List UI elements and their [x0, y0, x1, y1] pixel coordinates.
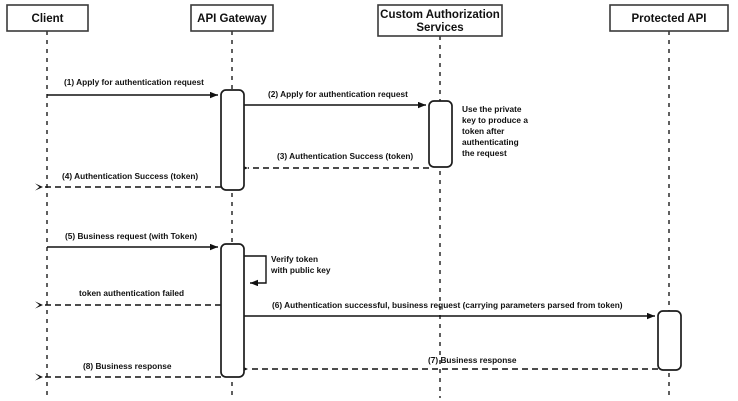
participant-box-protected-api[interactable] [609, 4, 729, 32]
message-3-authentication-success-token[interactable]: (3) Authentication Success (token) [240, 151, 429, 172]
note-private-key: Use the private key to produce a token a… [462, 104, 528, 158]
activation-bar-api-gateway-business[interactable] [220, 243, 245, 378]
message-token-authentication-failed[interactable]: token authentication failed [35, 288, 221, 309]
message-7-label: (7) Business response [428, 355, 517, 365]
note-private-key-line-5: the request [462, 148, 507, 158]
message-8-business-response[interactable]: (8) Business response [35, 361, 221, 381]
message-self-arrow [244, 255, 267, 287]
participant-protected-api[interactable]: Protected API [609, 4, 729, 32]
participant-label-custom-authorization-services-line2: Services [416, 22, 463, 34]
message-1-apply-for-authentication-request[interactable]: (1) Apply for authentication request [47, 77, 218, 99]
note-private-key-line-1: Use the private [462, 104, 522, 114]
message-4-label: (4) Authentication Success (token) [62, 171, 198, 181]
message-8-label: (8) Business response [83, 361, 172, 371]
message-self-label-line2: with public key [270, 265, 331, 275]
activation-bars-group [220, 89, 682, 378]
message-7-business-response[interactable]: (7) Business response [240, 355, 658, 373]
message-self-label-line1: Verify token [271, 254, 318, 264]
message-3-label: (3) Authentication Success (token) [277, 151, 413, 161]
message-5-business-request-with-token[interactable]: (5) Business request (with Token) [47, 231, 218, 251]
activation-bar-custom-authorization-services[interactable] [428, 100, 453, 168]
message-token-authentication-failed-label: token authentication failed [79, 288, 184, 298]
participant-label-protected-api: Protected API [632, 13, 707, 25]
activation-bar-protected-api[interactable] [657, 310, 682, 371]
participant-label-api-gateway: API Gateway [197, 13, 267, 25]
participant-label-custom-authorization-services-line1: Custom Authorization [380, 9, 500, 21]
message-2-apply-for-authentication-request[interactable]: (2) Apply for authentication request [244, 89, 426, 109]
activation-bar-api-gateway-auth[interactable] [220, 89, 245, 191]
message-1-label: (1) Apply for authentication request [64, 77, 204, 87]
participant-client[interactable]: Client [6, 4, 89, 32]
message-2-label: (2) Apply for authentication request [268, 89, 408, 99]
lifelines-group [46, 31, 670, 398]
participant-label-client: Client [32, 13, 64, 25]
participant-api-gateway[interactable]: API Gateway [190, 4, 274, 32]
message-4-authentication-success-token[interactable]: (4) Authentication Success (token) [35, 171, 221, 191]
message-self-verify-token-with-public-key[interactable]: Verify token with public key [244, 254, 331, 287]
message-5-label: (5) Business request (with Token) [65, 231, 197, 241]
note-private-key-line-4: authenticating [462, 137, 519, 147]
participant-box-custom-authorization-services[interactable] [377, 4, 503, 37]
participant-box-api-gateway[interactable] [190, 4, 274, 32]
participant-box-client[interactable] [6, 4, 89, 32]
note-private-key-line-3: token after [462, 126, 505, 136]
message-6-authentication-successful-business-request[interactable]: (6) Authentication successful, business … [244, 300, 655, 320]
participant-custom-authorization-services[interactable]: Custom Authorization Services [377, 4, 503, 37]
message-6-label: (6) Authentication successful, business … [272, 300, 623, 310]
note-private-key-line-2: key to produce a [462, 115, 528, 125]
